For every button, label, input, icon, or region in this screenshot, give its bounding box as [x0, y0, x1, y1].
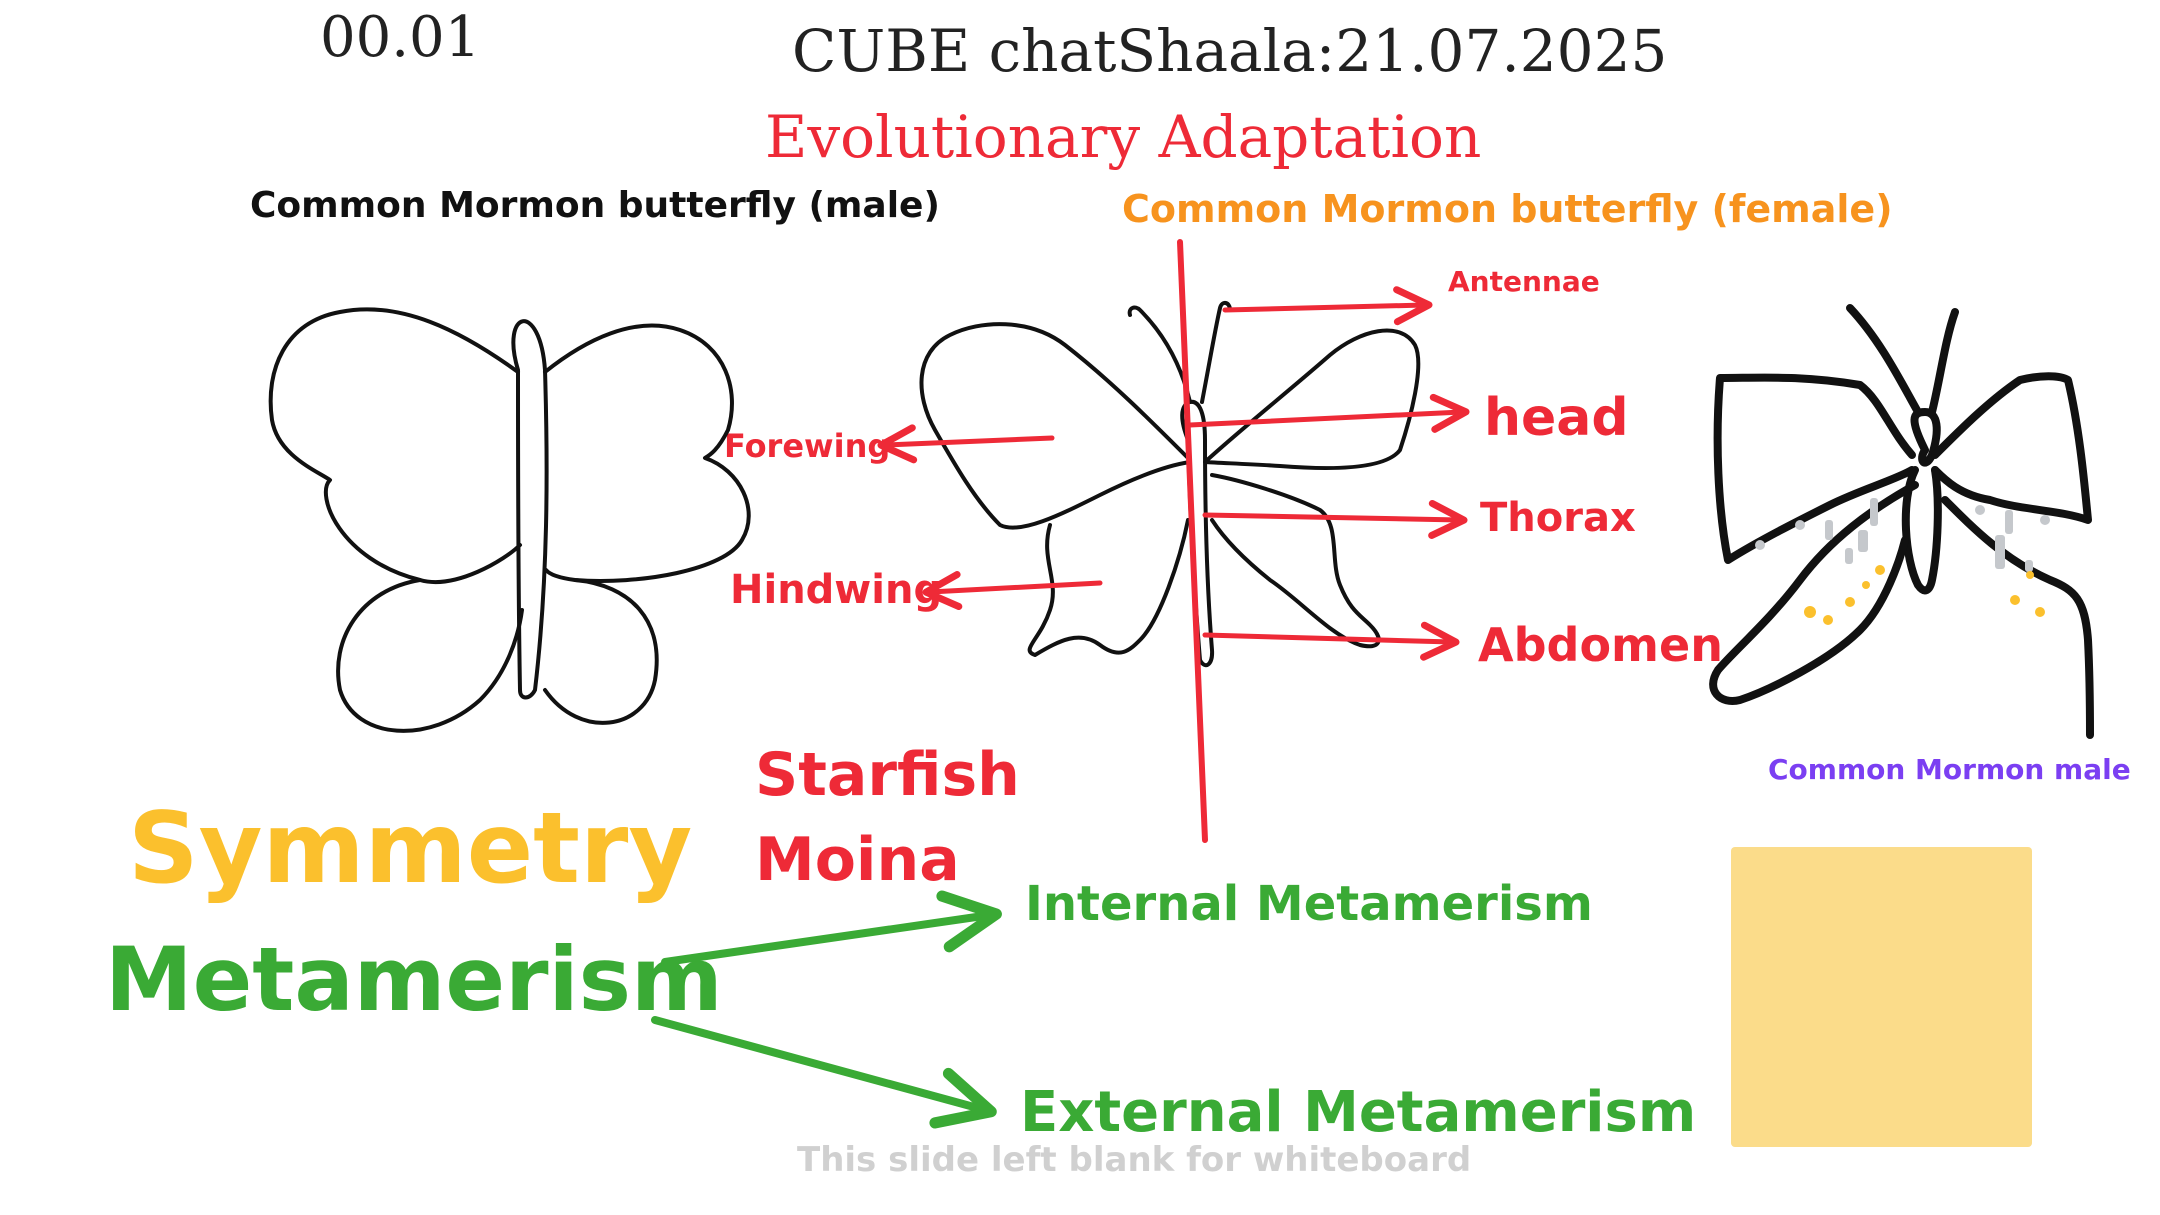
label-hindwing: Hindwing — [730, 567, 943, 613]
part-arrows — [877, 286, 1470, 661]
label-antennae: Antennae — [1448, 265, 1600, 298]
label-symmetry: Symmetry — [128, 792, 693, 906]
male-butterfly-drawing — [268, 307, 751, 733]
label-abdomen: Abdomen — [1478, 618, 1723, 672]
label-external-metamerism: External Metamerism — [1020, 1080, 1697, 1145]
label-metamerism: Metamerism — [105, 928, 723, 1031]
label-internal-metamerism: Internal Metamerism — [1025, 876, 1593, 932]
label-starfish: Starfish — [755, 740, 1020, 810]
slide-subtitle: Evolutionary Adaptation — [765, 103, 1482, 171]
slide-title: CUBE chatShaala:21.07.2025 — [792, 17, 1668, 85]
slide-footer: This slide left blank for whiteboard — [797, 1140, 1472, 1180]
label-thorax: Thorax — [1480, 495, 1636, 541]
male-butterfly-caption: Common Mormon butterfly (male) — [250, 185, 940, 226]
right-butterfly-caption: Common Mormon male — [1768, 753, 2131, 786]
slide-number: 00.01 — [320, 5, 481, 70]
female-butterfly-drawing — [919, 301, 1421, 668]
female-butterfly-caption: Common Mormon butterfly (female) — [1122, 187, 1893, 231]
sticky-note[interactable] — [1731, 847, 2032, 1147]
label-forewing: Forewing — [724, 427, 891, 465]
symmetry-line — [1177, 239, 1208, 843]
right-butterfly-drawing — [1709, 304, 2094, 739]
metamerism-arrows — [651, 890, 1002, 1129]
label-moina: Moina — [755, 825, 960, 895]
label-head: head — [1484, 388, 1629, 448]
